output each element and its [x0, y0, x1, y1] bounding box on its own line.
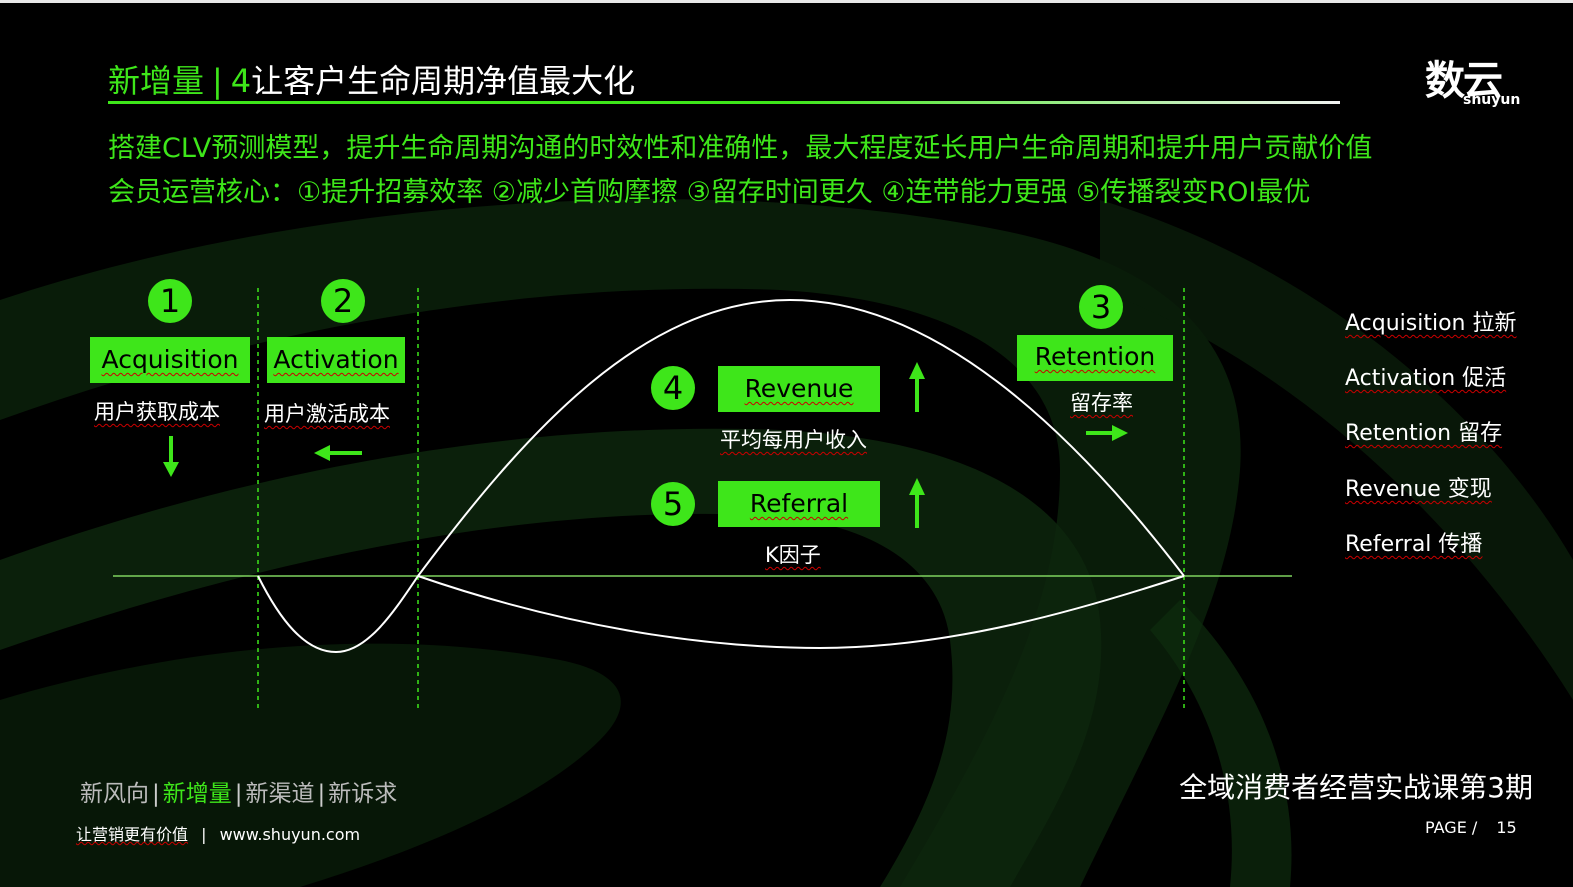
legend-item-referral: Referral 传播 — [1345, 532, 1483, 557]
footer-nav: 新风向|新增量|新渠道|新诉求 — [80, 774, 397, 808]
subtitle-line-1: 搭建CLV预测模型，提升生命周期沟通的时效性和准确性，最大程度延长用户生命周期和… — [108, 133, 1373, 164]
footer-slogan: 让营销更有价值 | www.shuyun.com — [76, 821, 360, 845]
page-label: PAGE / — [1425, 818, 1478, 837]
title-separator: | — [212, 62, 223, 100]
top-border — [0, 0, 1573, 3]
stage-number-1: 1 — [148, 279, 192, 323]
stage-desc-activation: 用户激活成本 — [264, 402, 390, 426]
stage-desc-acquisition: 用户获取成本 — [94, 400, 220, 424]
legend-item-retention: Retention 留存 — [1345, 421, 1503, 446]
stage-label-acquisition: Acquisition — [101, 345, 239, 374]
footer-nav-sep: | — [317, 781, 326, 807]
site-link[interactable]: www.shuyun.com — [219, 825, 361, 844]
stage-box-retention: Retention — [1017, 335, 1173, 381]
stage-label-revenue: Revenue — [744, 374, 854, 403]
title-number: 4 — [230, 62, 252, 100]
stage-box-activation: Activation — [267, 337, 405, 383]
arrow-left-icon — [314, 445, 362, 461]
arrow-up-icon — [909, 362, 925, 412]
footer-nav-item[interactable]: 新风向 — [80, 781, 149, 807]
stage-desc-revenue: 平均每用户收入 — [720, 428, 867, 452]
stage-box-revenue: Revenue — [718, 366, 880, 412]
value-arch-curve — [417, 298, 1185, 577]
stage-number-5: 5 — [651, 482, 695, 526]
footer-nav-item[interactable]: 新渠道 — [245, 781, 315, 807]
logo-cn: 数云 — [1425, 58, 1503, 104]
stage-label-referral: Referral — [749, 489, 849, 518]
title-text: 让客户生命周期净值最大化 — [251, 62, 636, 100]
footer-nav-sep: | — [152, 781, 160, 807]
stage-label-activation: Activation — [273, 345, 399, 374]
page-number: 15 — [1496, 818, 1517, 837]
stage-box-acquisition: Acquisition — [90, 337, 250, 383]
cost-sag-curve — [417, 575, 1185, 650]
activation-dip-curve — [257, 575, 419, 654]
slogan-sep: | — [201, 825, 207, 844]
page-title: 新增量|4让客户生命周期净值最大化 — [108, 56, 635, 102]
subtitle-line-2: 会员运营核心：①提升招募效率 ②减少首购摩擦 ③留存时间更久 ④连带能力更强 ⑤… — [108, 177, 1311, 208]
footer-nav-item-active[interactable]: 新增量 — [162, 781, 232, 807]
footer-nav-sep: | — [234, 781, 243, 807]
legend-item-activation: Activation 促活 — [1345, 366, 1507, 391]
legend-item-revenue: Revenue 变现 — [1345, 477, 1492, 502]
course-title: 全域消费者经营实战课第3期 — [1179, 771, 1533, 804]
footer-nav-item[interactable]: 新诉求 — [328, 781, 398, 807]
stage-desc-retention: 留存率 — [1070, 391, 1133, 415]
page-indicator: PAGE / 15 — [1425, 818, 1517, 837]
arrow-down-icon — [163, 436, 179, 477]
shuyun-logo: 数云 shuyun — [1425, 48, 1521, 108]
arrow-up-icon — [909, 478, 925, 528]
stage-number-4: 4 — [651, 366, 695, 410]
stage-number-2: 2 — [321, 279, 365, 323]
stage-box-referral: Referral — [718, 481, 880, 527]
stage-number-3: 3 — [1079, 285, 1123, 329]
title-section: 新增量 — [108, 62, 205, 100]
legend-item-acquisition: Acquisition 拉新 — [1345, 311, 1517, 336]
title-underline — [108, 101, 1340, 104]
arrow-right-icon — [1086, 425, 1128, 441]
logo-en: shuyun — [1463, 92, 1521, 108]
stage-label-retention: Retention — [1034, 342, 1156, 371]
stage-desc-referral: K因子 — [765, 543, 821, 567]
slogan-text: 让营销更有价值 — [76, 825, 189, 844]
